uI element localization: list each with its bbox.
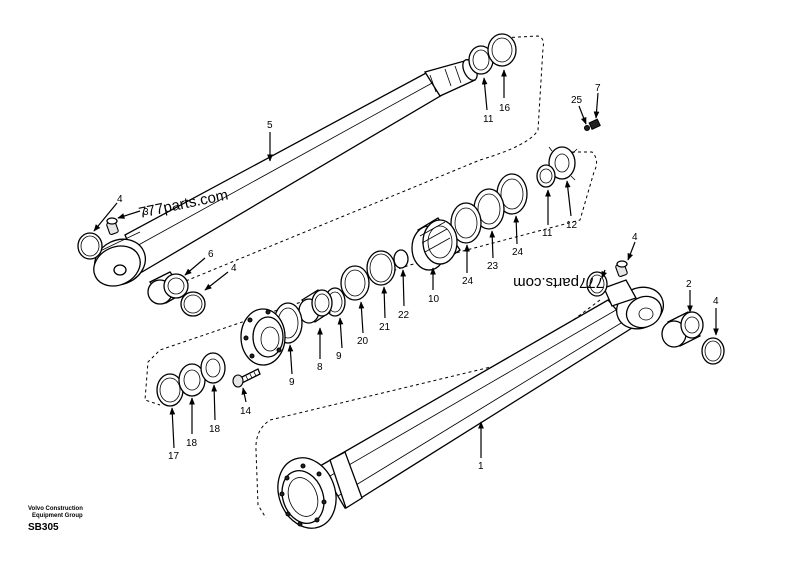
- callout-12: 10: [428, 294, 440, 305]
- callout-5: 5: [267, 120, 273, 131]
- bolt-15: [232, 368, 261, 388]
- piston-12: [411, 217, 461, 271]
- callout-11: 11: [483, 114, 494, 125]
- grease-nipple-3: [106, 217, 119, 235]
- callout-4-c: 4: [632, 232, 638, 243]
- rod-cover-9: [240, 302, 303, 366]
- snap-ring-4-left: [77, 232, 103, 260]
- callout-7: 7: [595, 83, 601, 94]
- caption-code: SB305: [28, 522, 59, 533]
- callout-21: 21: [379, 322, 391, 333]
- cylinder-tube-1: [277, 279, 664, 529]
- callout-23: 23: [487, 261, 499, 272]
- callout-22: 22: [398, 310, 410, 321]
- set-screw-7: [588, 118, 601, 130]
- leader-lines: [93, 69, 719, 458]
- ring-19: [200, 352, 226, 384]
- callout-16: 16: [499, 103, 511, 114]
- callout-19: 18: [209, 424, 221, 435]
- callout-15: 14: [240, 406, 252, 417]
- callout-17: 17: [168, 451, 180, 462]
- callout-4-d: 4: [713, 296, 719, 307]
- callout-2: 2: [686, 279, 692, 290]
- steel-ball-25: [584, 125, 590, 131]
- ring-13: [536, 164, 556, 188]
- ring-21: [366, 250, 396, 286]
- callout-24-b: 24: [462, 276, 474, 287]
- nut-14: [546, 146, 578, 181]
- callout-6: 6: [208, 249, 214, 260]
- callout-24-a: 24: [512, 247, 524, 258]
- wear-ring-24-left: [450, 202, 482, 244]
- bushing-6: [147, 271, 189, 305]
- callout-4-a: 4: [117, 194, 123, 205]
- watermark-text-rotated: 777parts.com: [513, 274, 604, 291]
- snap-ring-4-mid: [180, 291, 206, 317]
- callout-20: 20: [357, 336, 369, 347]
- callout-1: 1: [478, 461, 484, 472]
- bushing-8: [298, 289, 333, 324]
- callout-13: 11: [542, 228, 553, 239]
- callout-8: 8: [317, 362, 323, 373]
- piston-rod-5: [93, 59, 478, 287]
- callout-10: 9: [336, 351, 342, 362]
- caption-line-1: Volvo Construction: [28, 506, 83, 512]
- callout-18: 18: [186, 438, 198, 449]
- ring-20: [340, 265, 370, 301]
- callout-25: 25: [571, 95, 583, 106]
- caption-line-2: Equipment Group: [32, 513, 83, 519]
- o-ring-22: [393, 249, 409, 269]
- callout-numbers: 5 3 4 6 4 11 16 25 7 12 11 24 23 24 10 2…: [117, 83, 719, 472]
- callout-3: 3: [143, 207, 149, 218]
- bushing-2: [661, 311, 704, 348]
- snap-ring-4-right: [701, 337, 725, 365]
- callout-4-b: 4: [231, 263, 237, 274]
- grease-nipple-3-right: [615, 260, 628, 277]
- caption-block: Volvo Construction Equipment Group SB305: [28, 506, 83, 533]
- assembly-dashed-lines: [144, 35, 601, 519]
- callout-14: 12: [566, 220, 578, 231]
- callout-9: 9: [289, 377, 295, 388]
